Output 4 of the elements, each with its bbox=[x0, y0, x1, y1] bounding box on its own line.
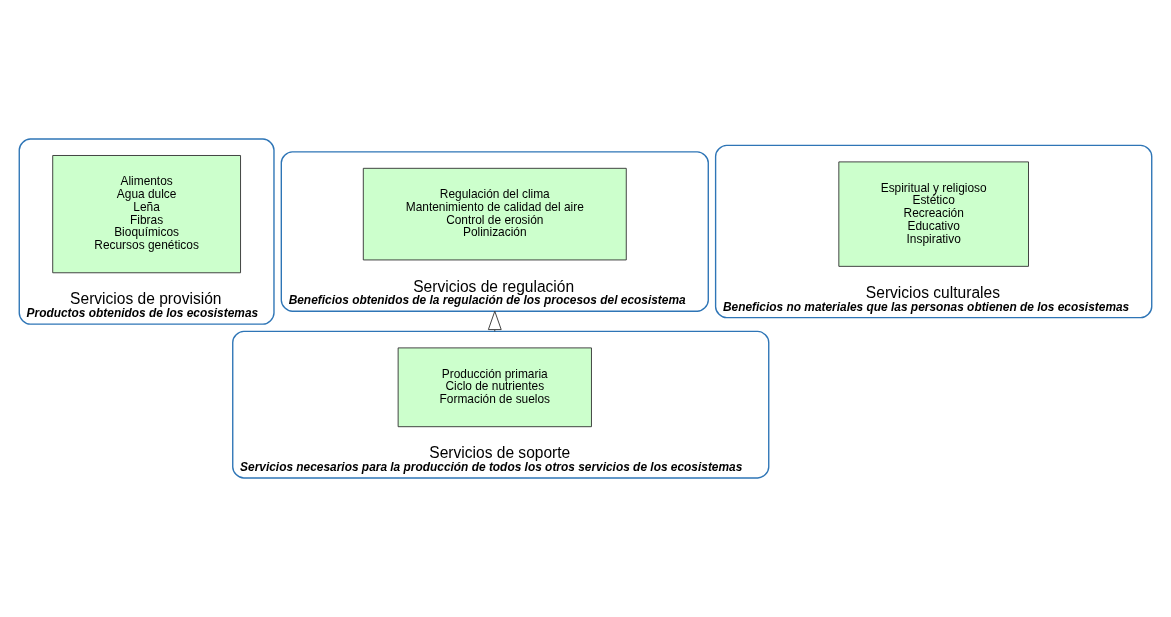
node-box: Alimentos Agua dulce Leña Fibras Bioquímicos Recursos genéticos bbox=[52, 155, 241, 274]
node-box: Producción primaria Ciclo de nutrientes Formación de suelos bbox=[397, 347, 592, 428]
node-box: Espiritual y religioso Estético Recreación Educativo Inspirativo bbox=[838, 161, 1029, 267]
node-box: Regulación del clima Mantenimiento de calidad del aire Control de erosión Polinización bbox=[362, 167, 627, 261]
